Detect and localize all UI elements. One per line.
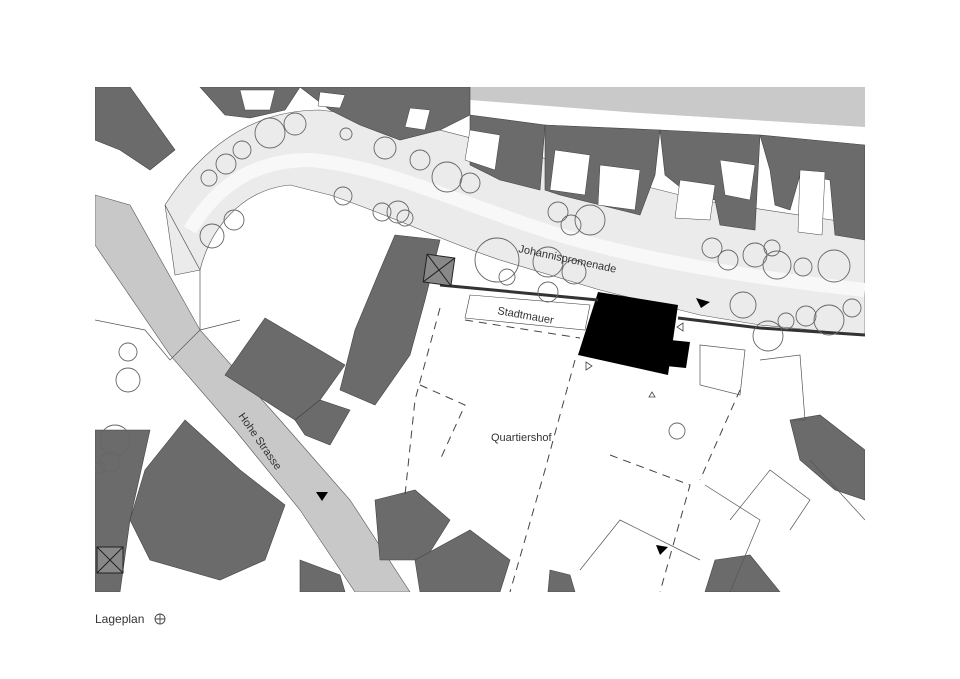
entrance-marker-1 — [696, 298, 710, 308]
new-building-annex — [666, 340, 690, 368]
entrance-marker-2 — [316, 492, 328, 501]
stadtmauer-wall — [439, 283, 865, 337]
courtyard-outline — [404, 307, 741, 592]
entrance-markers — [316, 298, 710, 555]
street-north — [470, 87, 865, 127]
house-courtyards — [239, 89, 826, 236]
street-hohe-strasse — [95, 194, 411, 592]
entrance-markers-open — [585, 322, 684, 398]
trees — [95, 112, 862, 475]
promenade-inner-path — [183, 152, 865, 297]
buildings-central — [129, 234, 865, 592]
plot-lines — [95, 204, 865, 592]
map-caption: Lageplan — [95, 612, 166, 626]
caption-title: Lageplan — [95, 612, 145, 626]
label-quartiershof: Quartiershof — [491, 432, 552, 444]
entrance-marker-3 — [656, 545, 668, 555]
north-arrow-icon — [154, 613, 166, 625]
new-building — [578, 292, 678, 375]
